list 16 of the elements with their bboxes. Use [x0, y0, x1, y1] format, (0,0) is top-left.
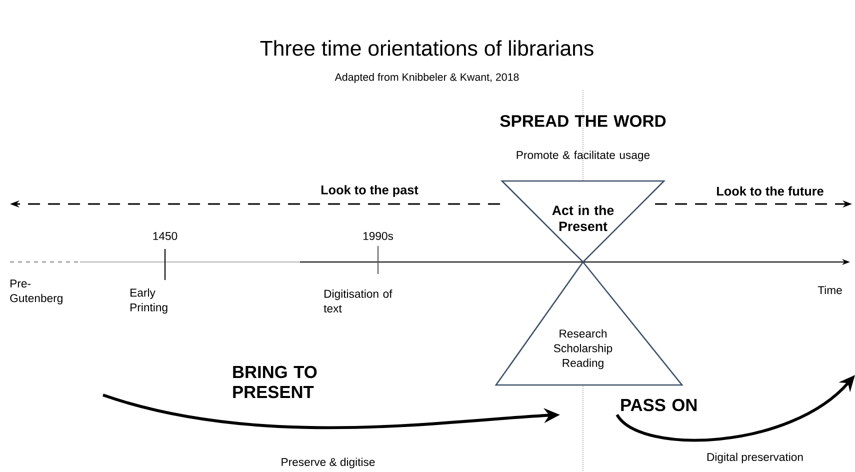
label: 1450 [153, 232, 178, 240]
section-heading: SPREAD THE WORD [500, 115, 666, 127]
label: Preserve & digitise [282, 458, 375, 468]
title: Three time orientations of librarians [260, 40, 594, 56]
label: Early Printing [130, 288, 168, 314]
label: Time [818, 286, 842, 294]
edge-label: PASS ON [621, 398, 697, 412]
subtitle: Adapted from Knibbeler & Kwant, 2018 [334, 73, 519, 83]
label: 1990s [363, 232, 394, 240]
label: Look to the future [717, 186, 824, 196]
edge-label: BRING TO PRESENT [233, 366, 317, 398]
description: Promote & facilitate usage [516, 150, 650, 162]
label: Digital preservation [707, 452, 803, 464]
label: Digitisation of text [324, 290, 392, 312]
label: Pre- Gutenberg [10, 280, 62, 304]
label: Look to the past [321, 185, 418, 197]
